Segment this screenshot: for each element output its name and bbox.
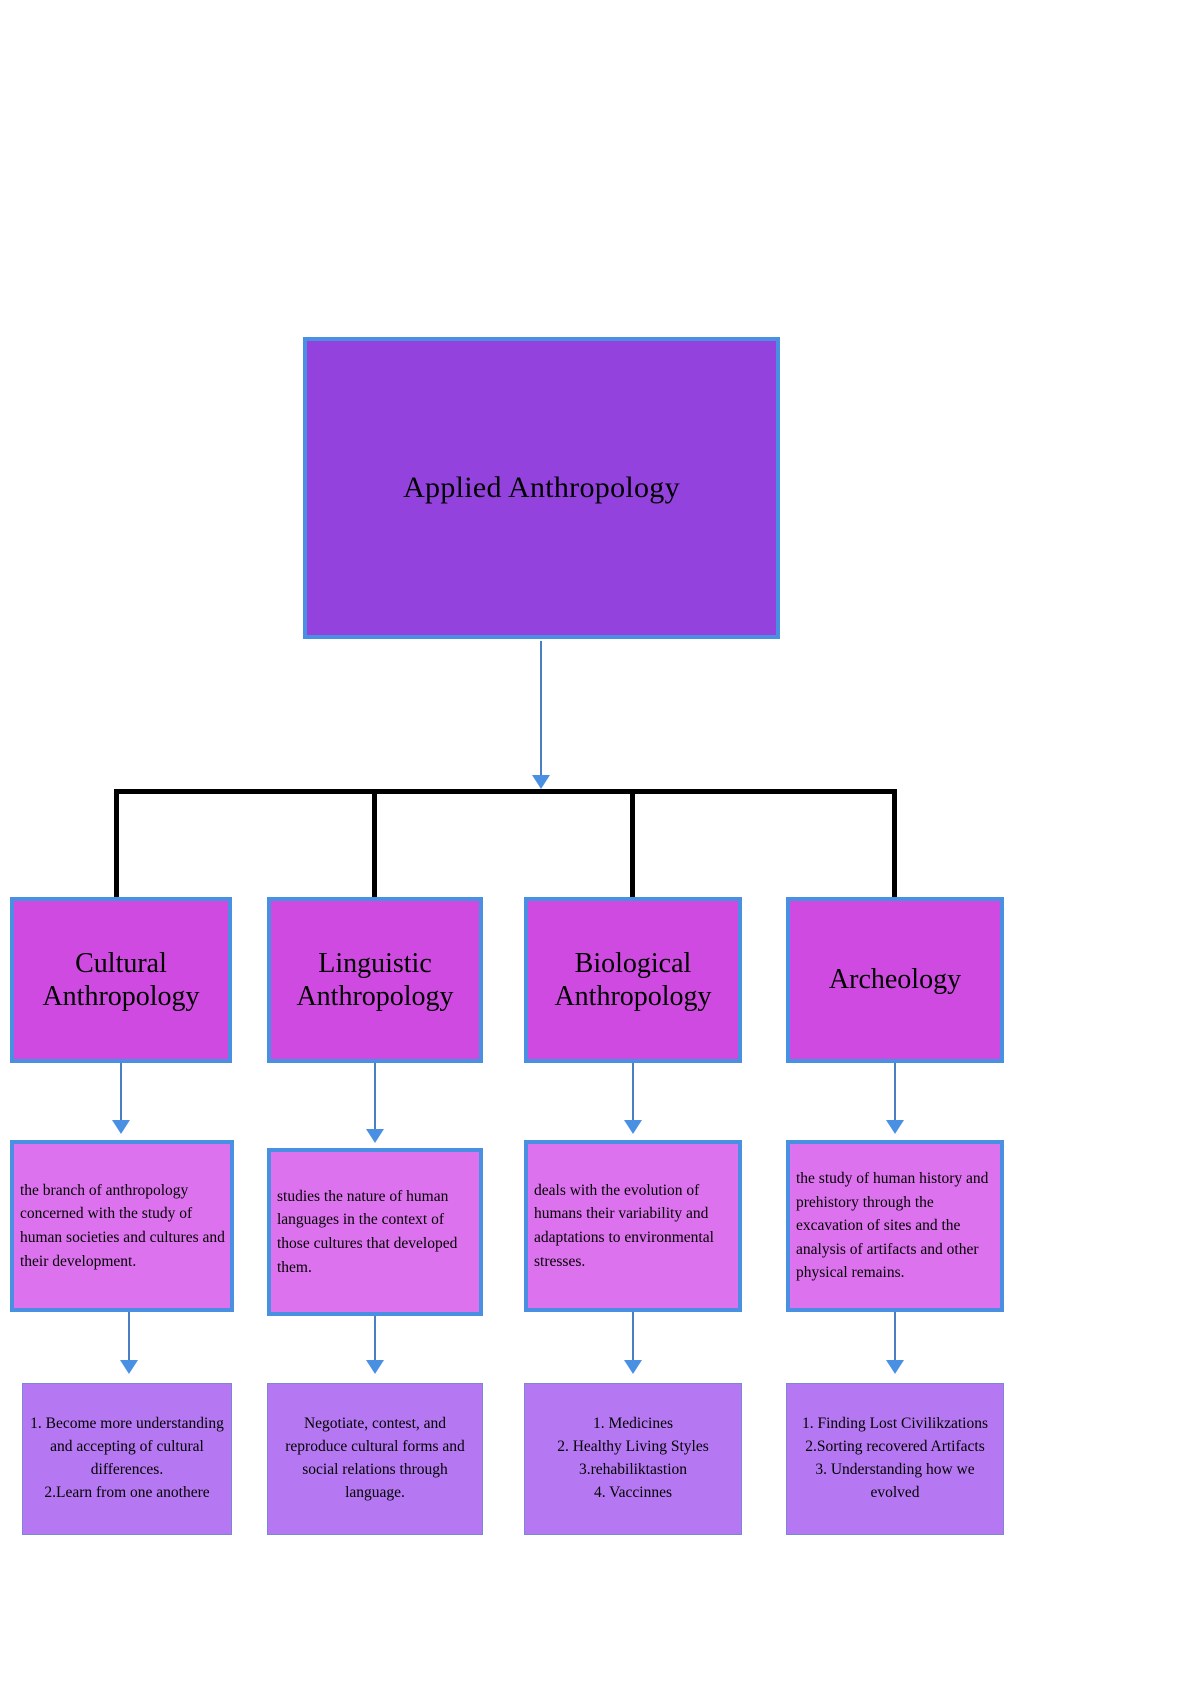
connector-bus-horizontal	[114, 789, 897, 794]
node-label-applications-1: Negotiate, contest, and reproduce cultur…	[285, 1415, 465, 1501]
node-label-applications-3: 1. Finding Lost Civilikzations 2.Sorting…	[801, 1415, 988, 1501]
node-label-branch-3: Archeology	[828, 964, 962, 996]
node-applications-biological-anthropology[interactable]: 1. Medicines 2. Healthy Living Styles 3.…	[524, 1383, 742, 1535]
node-label-applications-2: 1. Medicines 2. Healthy Living Styles 3.…	[557, 1415, 709, 1501]
node-label-applications-0: 1. Become more understanding and accepti…	[30, 1415, 224, 1501]
node-description-linguistic-anthropology[interactable]: studies the nature of human languages in…	[267, 1148, 483, 1316]
connector-branch1-to-desc1-arrowhead	[366, 1129, 384, 1143]
connector-desc0-to-list0-arrowhead	[120, 1360, 138, 1374]
node-label-description-1: studies the nature of human languages in…	[277, 1187, 458, 1276]
connector-branch2-to-desc2-arrowhead	[624, 1120, 642, 1134]
node-label-branch-1: Linguistic Anthropology	[296, 947, 454, 1012]
connector-branch0-to-desc0	[120, 1063, 122, 1125]
node-applications-archeology[interactable]: 1. Finding Lost Civilikzations 2.Sorting…	[786, 1383, 1004, 1535]
node-label-description-3: the study of human history and prehistor…	[796, 1170, 989, 1282]
connector-branch3-to-desc3-arrowhead	[886, 1120, 904, 1134]
node-applications-cultural-anthropology[interactable]: 1. Become more understanding and accepti…	[22, 1383, 232, 1535]
connector-desc1-to-list1-arrowhead	[366, 1360, 384, 1374]
node-label-branch-0: Cultural Anthropology	[42, 947, 200, 1012]
node-description-cultural-anthropology[interactable]: the branch of anthropology concerned wit…	[10, 1140, 234, 1312]
connector-branch3-to-desc3	[894, 1063, 896, 1125]
node-label-root: Applied Anthropology	[403, 471, 680, 504]
connector-bus-drop-1	[372, 789, 377, 899]
connector-branch1-to-desc1	[374, 1063, 376, 1133]
node-branch-linguistic-anthropology[interactable]: Linguistic Anthropology	[267, 897, 483, 1063]
connector-root-to-bus	[540, 641, 542, 781]
connector-branch2-to-desc2	[632, 1063, 634, 1125]
connector-desc3-to-list3	[894, 1312, 896, 1364]
node-branch-biological-anthropology[interactable]: Biological Anthropology	[524, 897, 742, 1063]
connector-desc2-to-list2	[632, 1312, 634, 1364]
node-label-description-2: deals with the evolution of humans their…	[534, 1181, 714, 1270]
node-branch-archeology[interactable]: Archeology	[786, 897, 1004, 1063]
node-label-branch-2: Biological Anthropology	[554, 947, 712, 1012]
connector-desc2-to-list2-arrowhead	[624, 1360, 642, 1374]
connector-bus-drop-3	[892, 789, 897, 899]
connector-branch0-to-desc0-arrowhead	[112, 1120, 130, 1134]
node-description-archeology[interactable]: the study of human history and prehistor…	[786, 1140, 1004, 1312]
connector-desc1-to-list1	[374, 1316, 376, 1364]
node-branch-cultural-anthropology[interactable]: Cultural Anthropology	[10, 897, 232, 1063]
node-description-biological-anthropology[interactable]: deals with the evolution of humans their…	[524, 1140, 742, 1312]
node-applications-linguistic-anthropology[interactable]: Negotiate, contest, and reproduce cultur…	[267, 1383, 483, 1535]
connector-desc0-to-list0	[128, 1312, 130, 1364]
node-applied-anthropology[interactable]: Applied Anthropology	[303, 337, 780, 639]
connector-bus-drop-2	[630, 789, 635, 899]
node-label-description-0: the branch of anthropology concerned wit…	[20, 1181, 225, 1270]
connector-desc3-to-list3-arrowhead	[886, 1360, 904, 1374]
connector-root-to-bus-arrowhead	[532, 775, 550, 789]
connector-bus-drop-0	[114, 789, 119, 899]
